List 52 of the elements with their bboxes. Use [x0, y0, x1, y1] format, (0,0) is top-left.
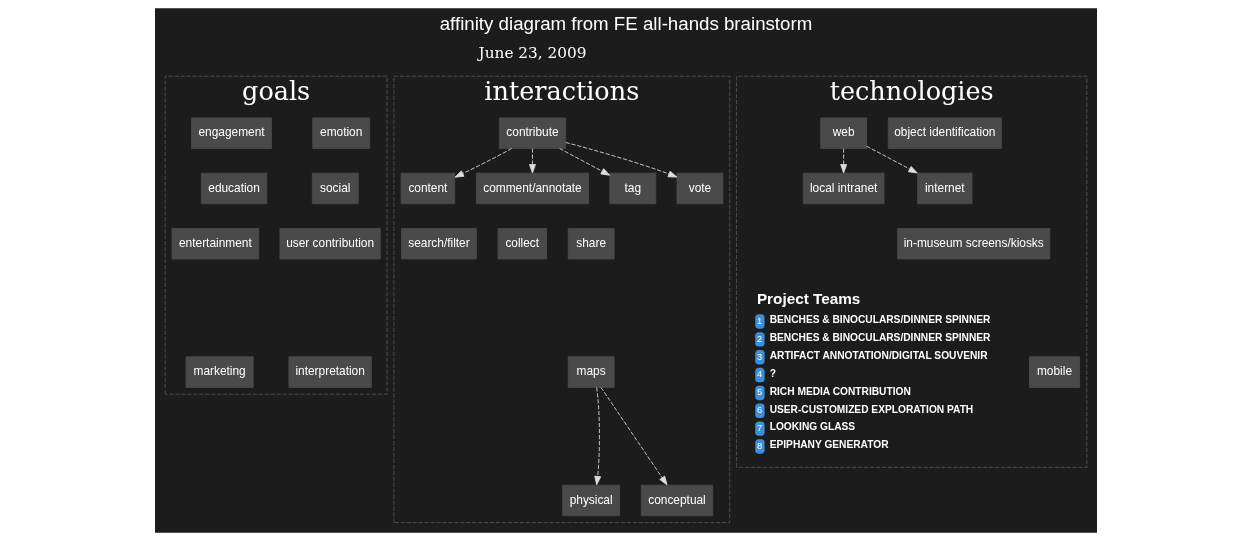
label: EPIPHANY GENERATOR: [769, 439, 889, 451]
label: 3: [756, 351, 762, 362]
node-box: contribute: [498, 117, 566, 149]
label: 6: [756, 405, 762, 416]
label: 1: [756, 315, 762, 326]
label: RICH MEDIA CONTRIBUTION: [769, 385, 911, 397]
label: 5: [756, 387, 762, 398]
label: June 23, 2009: [478, 43, 586, 62]
node-box: emotion: [311, 117, 370, 149]
arrow: [564, 142, 677, 178]
node-box: in-museum screens/kiosks: [896, 228, 1050, 260]
arrow: [558, 148, 610, 176]
arrow: [593, 387, 601, 486]
node-box: conceptual: [640, 484, 713, 517]
arrow: [454, 148, 512, 178]
label: 8: [756, 440, 762, 451]
node-box: local intranet: [802, 172, 884, 205]
node-box: vote: [676, 172, 723, 205]
label: 7: [756, 423, 762, 434]
node-box: engagement: [190, 117, 272, 149]
diagram-title: affinity diagram from FE all-hands brainstorm: [439, 12, 812, 34]
label: Project Teams: [756, 289, 860, 307]
label: 2: [756, 333, 762, 344]
arrow: [865, 145, 918, 174]
node-box: collect: [497, 228, 547, 260]
node-box: mobile: [1028, 356, 1080, 388]
node-box: user contribution: [279, 228, 381, 260]
node-box: education: [200, 172, 267, 205]
label: BENCHES & BINOCULARS/DINNER SPINNER: [769, 332, 990, 344]
arrow: [839, 148, 847, 174]
label: ARTIFACT ANNOTATION/DIGITAL SOUVENIR: [769, 350, 988, 361]
arrow: [528, 148, 536, 174]
label: ?: [769, 367, 776, 379]
node-box: web: [819, 117, 867, 149]
node-box: internet: [916, 172, 972, 205]
node-box: social: [311, 172, 359, 205]
label: USER-CUSTOMIZED EXPLORATION PATH: [769, 403, 973, 415]
node-box: maps: [567, 356, 615, 388]
label: 4: [756, 369, 762, 380]
node-box: comment/annotate: [475, 172, 589, 205]
label: LOOKING GLASS: [769, 421, 855, 433]
node-box: object identification: [887, 117, 1002, 149]
node-box: content: [400, 172, 455, 205]
node-box: interpretation: [287, 356, 372, 388]
node-box: entertainment: [171, 228, 259, 260]
node-box: tag: [608, 172, 656, 205]
label: BENCHES & BINOCULARS/DINNER SPINNER: [769, 314, 990, 326]
node-box: physical: [561, 484, 620, 517]
node-box: share: [567, 228, 615, 260]
arrow: [600, 387, 667, 486]
node-box: search/filter: [400, 228, 477, 260]
node-box: marketing: [185, 356, 254, 388]
